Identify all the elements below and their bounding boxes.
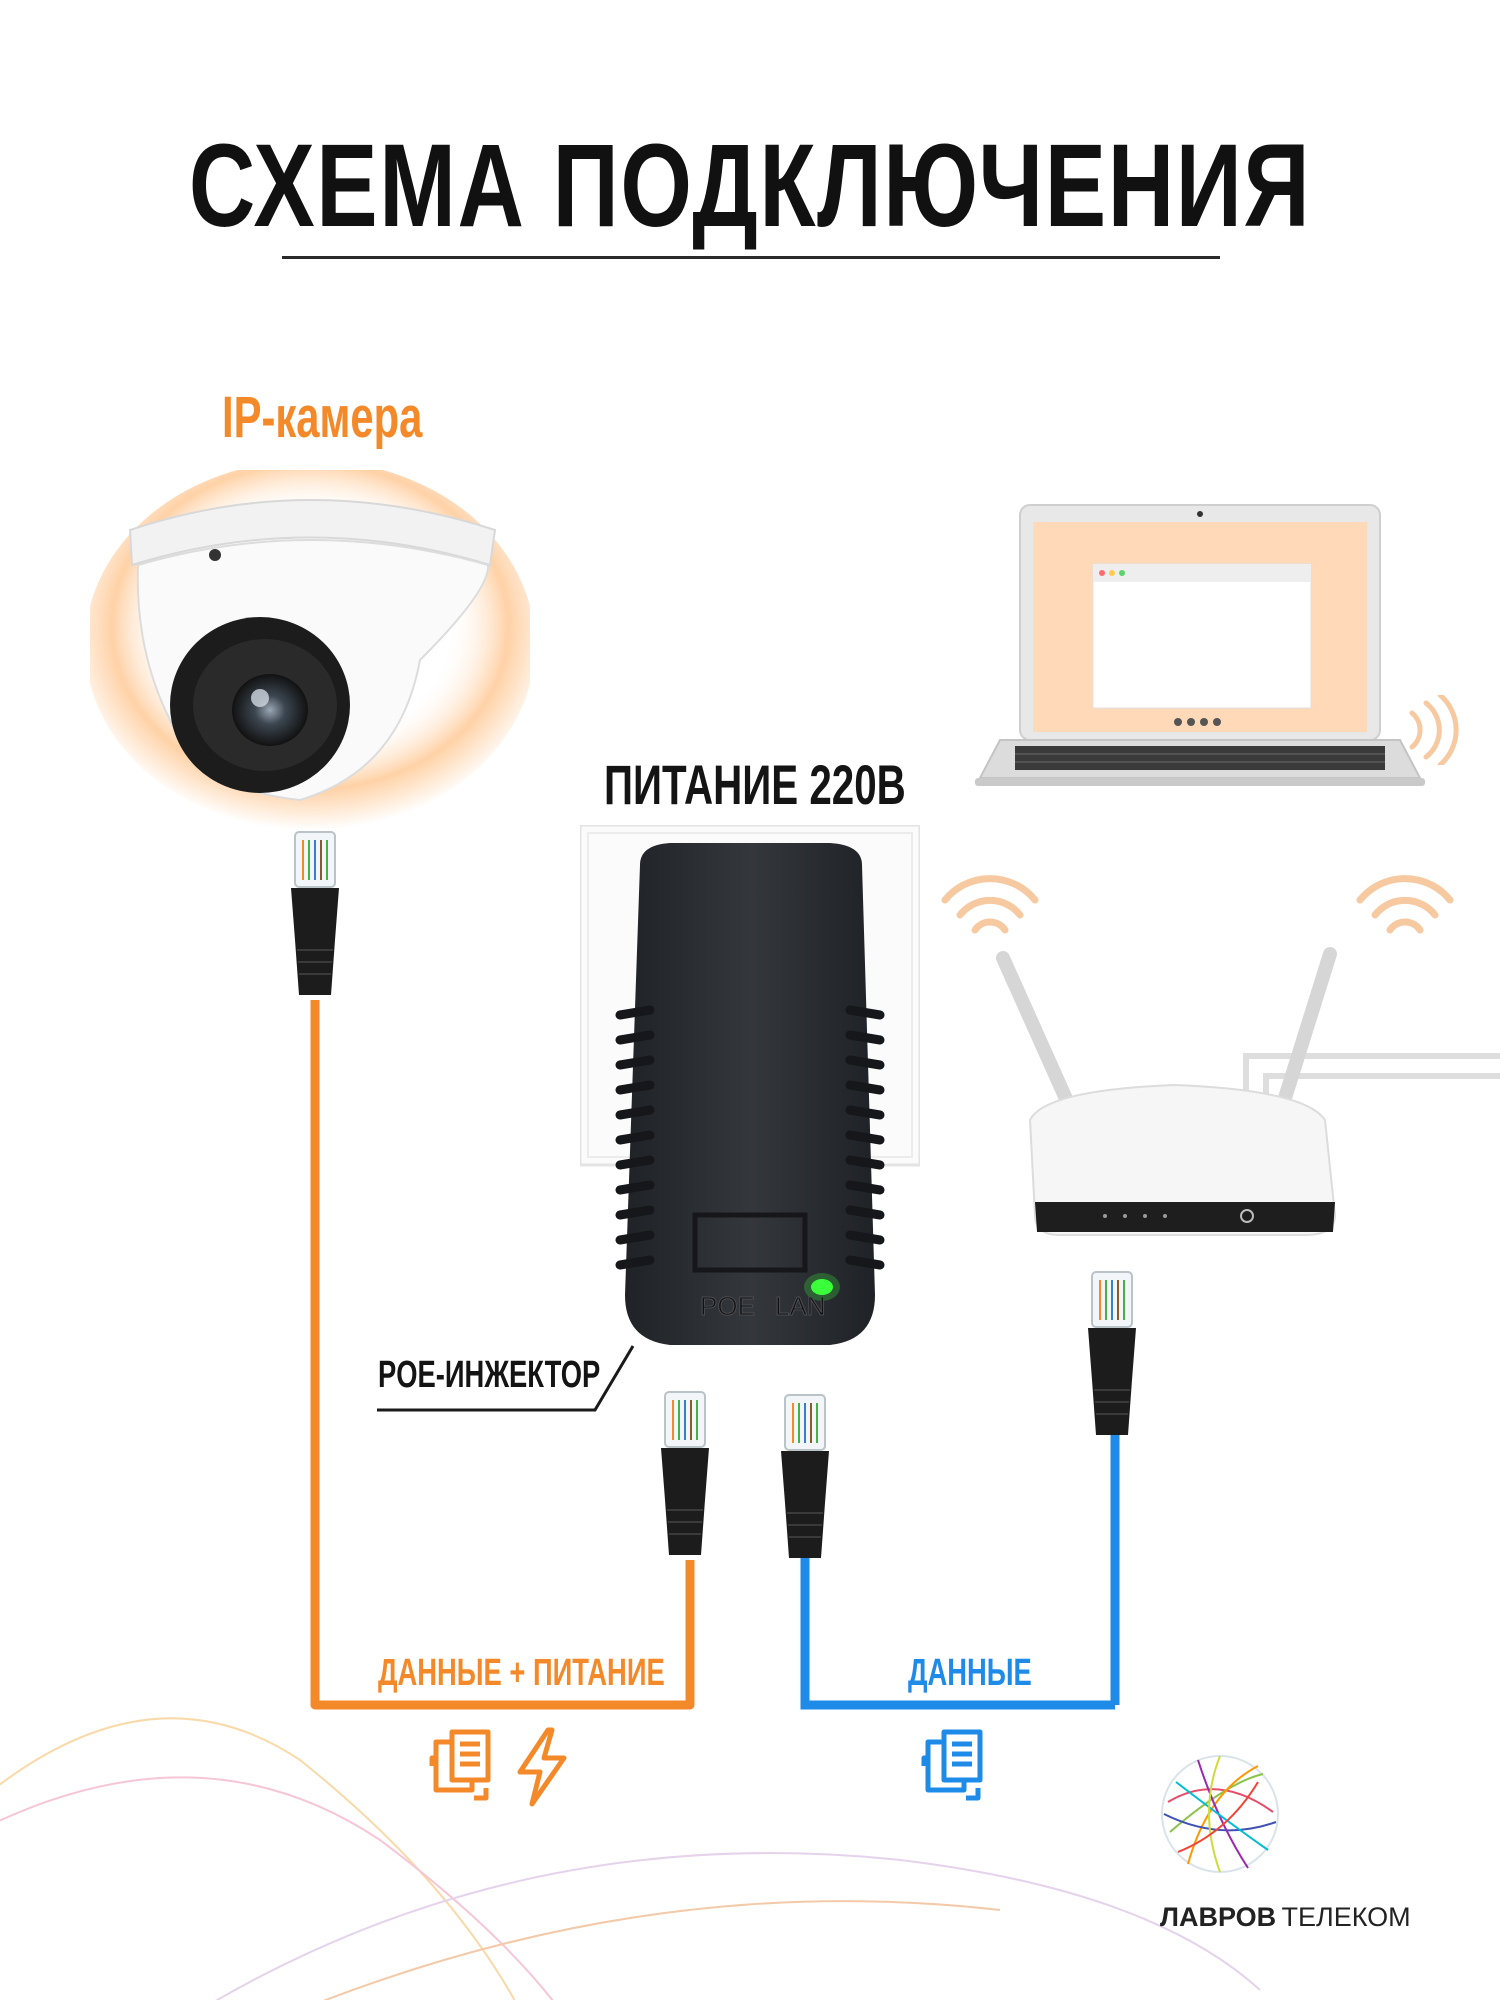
lightning-icon xyxy=(512,1726,572,1808)
brand-name-light: ТЕЛЕКОМ xyxy=(1282,1902,1411,1932)
camera-label: IP-камера xyxy=(222,384,422,451)
cable-orange xyxy=(300,990,710,1720)
data-transfer-icon xyxy=(920,1728,992,1806)
wifi-icon xyxy=(1350,870,1460,950)
injector-port-lan-label: LAN xyxy=(775,1291,826,1321)
data-power-label: ДАННЫЕ + ПИТАНИЕ xyxy=(378,1652,665,1695)
brand-name: ЛАВРОВ ТЕЛЕКОМ xyxy=(1160,1902,1411,1933)
power-label: ПИТАНИЕ 220В xyxy=(604,752,906,817)
rj45-connector-icon xyxy=(1082,1270,1142,1440)
router-icon xyxy=(985,940,1370,1240)
data-label: ДАННЫЕ xyxy=(908,1652,1032,1695)
title-underline xyxy=(282,256,1220,259)
rj45-connector-icon xyxy=(655,1390,715,1560)
laptop-icon xyxy=(975,500,1425,795)
page-title: СХЕМА ПОДКЛЮЧЕНИЯ xyxy=(165,118,1335,254)
data-transfer-icon xyxy=(428,1728,500,1806)
brand-globe-logo xyxy=(1158,1752,1282,1876)
brand-name-bold: ЛАВРОВ xyxy=(1160,1902,1276,1932)
rj45-connector-icon xyxy=(775,1393,835,1563)
ip-camera-icon xyxy=(90,470,530,830)
wifi-icon xyxy=(1400,695,1460,765)
wifi-icon xyxy=(935,870,1045,950)
rj45-connector-icon xyxy=(285,830,345,1000)
